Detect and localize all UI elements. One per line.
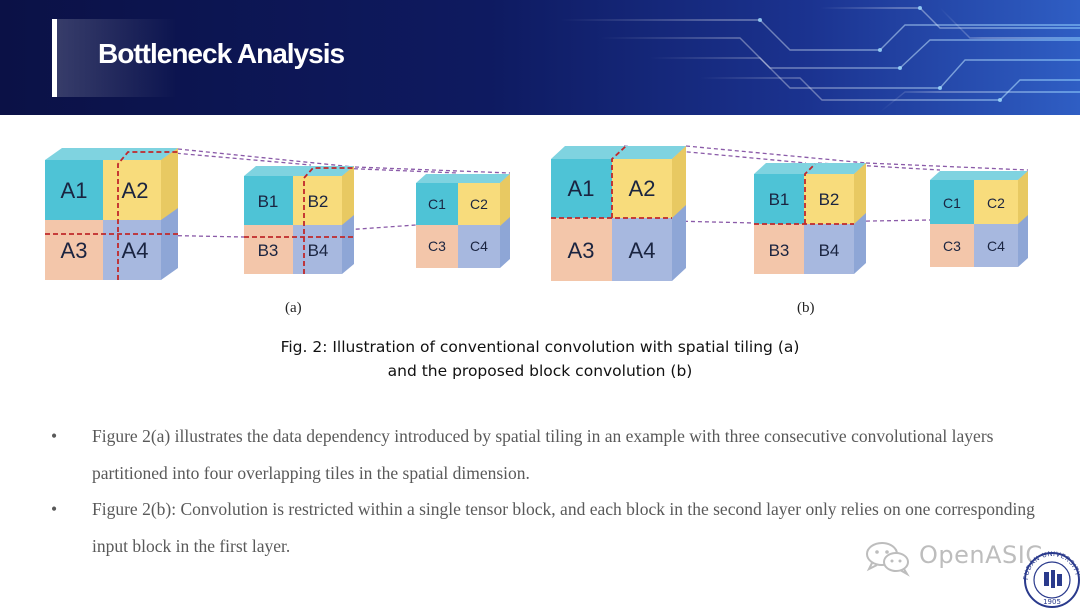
layer-b-cube-a	[244, 166, 354, 274]
figure-block-convolution: A1 A2 A3 A4 B1 B2 B3 B4 C1 C2 C3 C4 A1 A…	[0, 130, 1080, 330]
label-c1-a: C1	[428, 196, 446, 212]
panel-b-label: (b)	[797, 300, 815, 316]
figure-svg: A1 A2 A3 A4 B1 B2 B3 B4 C1 C2 C3 C4 A1 A…	[44, 145, 1029, 281]
university-seal-logo: FUDAN UNIVERSITY 1905	[1018, 546, 1080, 608]
tile-a4	[103, 220, 161, 280]
tile-a1	[45, 160, 103, 220]
bullet-item: • Figure 2(a) illustrates the data depen…	[48, 418, 1038, 491]
panel-a-label: (a)	[285, 300, 302, 316]
label-a4-a: A4	[122, 238, 149, 263]
layer-c-cube-a	[416, 174, 510, 268]
bullet-text: Figure 2(b): Convolution is restricted w…	[92, 499, 1035, 556]
label-c4-b: C4	[987, 238, 1005, 254]
layer-a-cube-b	[551, 145, 686, 281]
label-b4-a: B4	[308, 241, 329, 260]
label-a1-b: A1	[568, 176, 595, 201]
label-b3-b: B3	[769, 241, 790, 260]
header-banner: Bottleneck Analysis	[0, 0, 1080, 115]
bullet-text: Figure 2(a) illustrates the data depende…	[92, 426, 994, 483]
label-c3-b: C3	[943, 238, 961, 254]
label-a2-a: A2	[122, 178, 149, 203]
label-a2-b: A2	[629, 176, 656, 201]
label-b1-b: B1	[769, 190, 790, 209]
layer-a-cube-a	[45, 148, 178, 280]
tile-a2	[103, 160, 161, 220]
bullet-item: • Figure 2(b): Convolution is restricted…	[48, 491, 1038, 564]
label-a3-a: A3	[61, 238, 88, 263]
watermark-text: OpenASIC	[919, 541, 1043, 569]
label-c2-a: C2	[470, 196, 488, 212]
label-b2-b: B2	[819, 190, 840, 209]
label-a4-b: A4	[629, 238, 656, 263]
label-b3-a: B3	[258, 241, 279, 260]
bullet-list: • Figure 2(a) illustrates the data depen…	[48, 418, 1038, 564]
bullet-dot-icon: •	[51, 499, 58, 519]
seal-year: 1905	[1043, 598, 1061, 606]
label-c1-b: C1	[943, 195, 961, 211]
label-c4-a: C4	[470, 238, 488, 254]
label-a3-b: A3	[568, 238, 595, 263]
slide-title: Bottleneck Analysis	[98, 38, 345, 69]
watermark: OpenASIC	[862, 538, 1042, 578]
label-b1-a: B1	[258, 192, 279, 211]
layer-b-cube-b	[754, 163, 866, 274]
layer-c-cube-b	[930, 171, 1028, 267]
panel-b	[550, 145, 1029, 281]
circuit-lines	[560, 7, 1080, 113]
label-b4-b: B4	[819, 241, 840, 260]
label-a1-a: A1	[61, 178, 88, 203]
caption-line-1: Fig. 2: Illustration of conventional con…	[280, 338, 800, 356]
wechat-icon	[866, 542, 910, 577]
figure-caption: Fig. 2: Illustration of conventional con…	[0, 335, 1080, 383]
caption-line-2: and the proposed block convolution (b)	[387, 362, 693, 380]
seal-icon: FUDAN UNIVERSITY 1905	[1022, 550, 1080, 608]
label-b2-a: B2	[308, 192, 329, 211]
panel-a	[44, 148, 511, 280]
banner-background	[0, 0, 1080, 115]
tile-a3	[45, 220, 103, 280]
title-accent-bar	[52, 19, 57, 97]
label-c3-a: C3	[428, 238, 446, 254]
bullet-dot-icon: •	[51, 426, 58, 446]
label-c2-b: C2	[987, 195, 1005, 211]
